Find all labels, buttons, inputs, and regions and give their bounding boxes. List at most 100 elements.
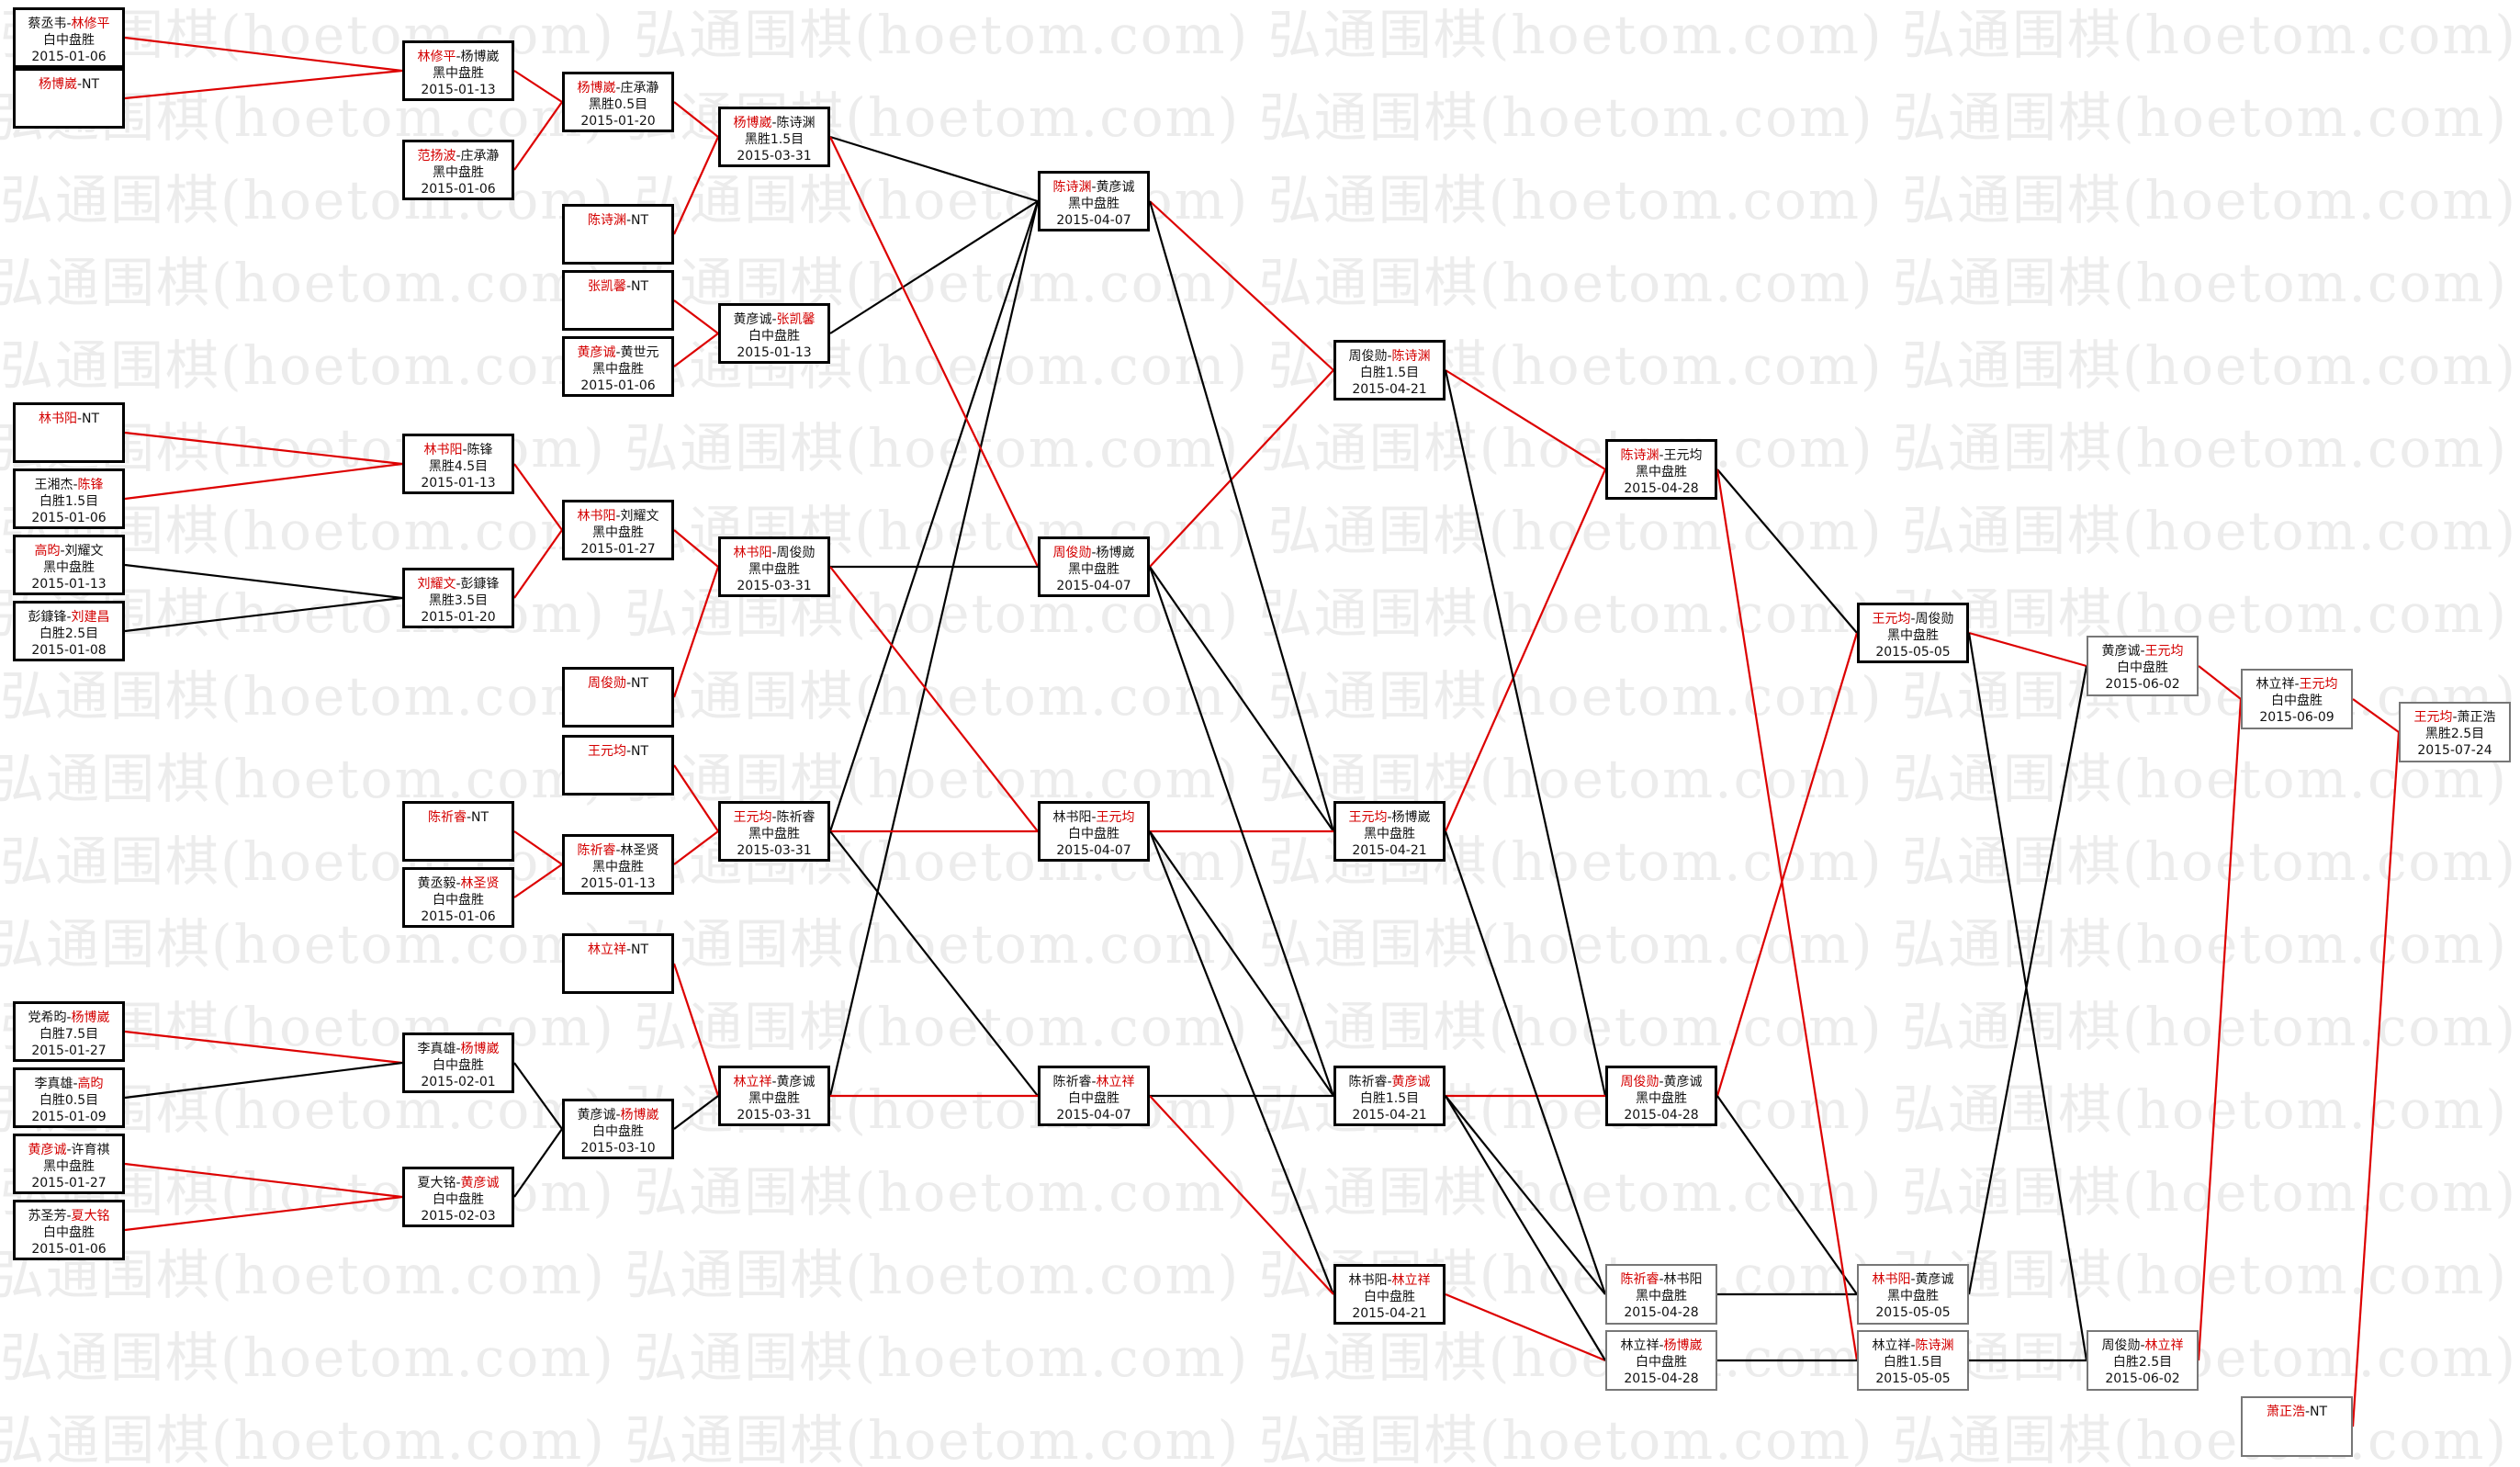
- loser-connector: [124, 563, 403, 600]
- winner-name: 王元均: [1348, 810, 1388, 825]
- match-date: 2015-04-21: [1352, 843, 1427, 858]
- loser-connector: [1445, 1095, 1606, 1361]
- winner-name: 黄彦诚: [460, 1176, 500, 1191]
- match-date: 2015-05-05: [1875, 1371, 1951, 1386]
- match-result: 黑中盘胜: [1068, 197, 1119, 211]
- player-name: 林书阳: [1348, 1273, 1388, 1288]
- match-result: 白中盘胜: [2117, 660, 2168, 675]
- player-name: 李真雄: [34, 1077, 73, 1091]
- match-result: 白胜2.5目: [39, 626, 99, 641]
- winner-name: 周俊勋: [1620, 1075, 1659, 1089]
- player-name: 周俊勋: [2101, 1338, 2141, 1353]
- match-result: 白中盘胜: [43, 33, 95, 48]
- match-result: 黑中盘胜: [748, 562, 800, 577]
- winner-name: 王元均: [1096, 810, 1135, 825]
- player-name: -许育祺: [66, 1143, 110, 1157]
- match-date: 2015-01-06: [421, 182, 496, 197]
- winner-name: 陈祈睿: [577, 843, 616, 858]
- match-date: 2015-04-07: [1056, 579, 1131, 593]
- match-date: 2015-01-20: [580, 114, 656, 129]
- winner-name: 高昀: [34, 544, 61, 559]
- match-result: 白胜7.5目: [39, 1027, 99, 1042]
- match-players: 李真雄-杨博崴: [417, 1041, 499, 1057]
- winner-connector: [124, 462, 403, 501]
- loser-connector: [1444, 830, 1607, 1295]
- match-players: 陈诗渊-王元均: [1620, 447, 1702, 464]
- winner-name: 杨博崴: [1663, 1338, 1703, 1353]
- player-name: -庄承瀞: [615, 81, 659, 96]
- player-name: -黄世元: [615, 345, 659, 360]
- loser-connector: [829, 200, 1039, 334]
- player-name: -: [1387, 349, 1392, 364]
- winner-name: 林书阳: [38, 412, 77, 426]
- match-date: 2015-01-13: [580, 876, 656, 891]
- player-name: -彭鏮锋: [456, 577, 500, 592]
- loser-connector: [124, 596, 403, 633]
- match-result: 白中盘胜: [43, 1225, 95, 1240]
- player-name: -NT: [625, 676, 649, 691]
- winner-connector: [124, 1030, 403, 1065]
- winner-connector: [1445, 1292, 1606, 1362]
- loser-connector: [1445, 1095, 1606, 1295]
- winner-name: 王元均: [2144, 644, 2184, 659]
- match-date: 2015-05-05: [1875, 1305, 1951, 1320]
- match-players: 王元均-杨博崴: [1348, 809, 1430, 826]
- loser-connector: [1148, 200, 1335, 832]
- player-name: -黄彦诚: [1910, 1272, 1954, 1287]
- winner-name: 刘建昌: [71, 610, 110, 625]
- player-name: -黄彦诚: [771, 1075, 816, 1089]
- winner-connector: [513, 70, 563, 103]
- winner-name: 林书阳: [733, 546, 772, 560]
- match-players: 林修平-杨博崴: [417, 49, 499, 65]
- winner-name: 林书阳: [577, 509, 616, 524]
- winner-name: 陈诗渊: [1391, 349, 1431, 364]
- winner-connector: [829, 136, 1039, 568]
- match-result: 黑胜1.5目: [744, 132, 804, 147]
- match-players: 杨博崴-庄承瀞: [577, 80, 658, 96]
- match-result: 黑中盘胜: [433, 66, 484, 81]
- match-result: 黑中盘胜: [1636, 1289, 1687, 1303]
- match-date: 2015-01-06: [31, 511, 107, 525]
- player-name: -NT: [625, 213, 649, 228]
- player-name: 陈祈睿: [1348, 1075, 1388, 1089]
- winner-name: 张凯馨: [776, 312, 816, 327]
- winner-name: 杨博崴: [577, 81, 616, 96]
- player-name: 黄彦诚: [733, 312, 772, 327]
- player-name: -: [1387, 1075, 1392, 1089]
- match-players: 刘耀文-彭鏮锋: [417, 576, 499, 592]
- loser-connector: [513, 1128, 563, 1198]
- match-date: 2015-03-10: [580, 1141, 656, 1156]
- player-name: -NT: [76, 77, 100, 92]
- match-date: 2015-01-27: [580, 542, 656, 557]
- winner-name: 林立祥: [1391, 1273, 1431, 1288]
- player-name: -杨博崴: [1091, 546, 1135, 560]
- winner-connector: [513, 830, 563, 865]
- match-result: 白胜1.5目: [1883, 1355, 1943, 1370]
- player-name: -: [66, 1010, 72, 1025]
- winner-connector: [1716, 468, 1859, 1361]
- player-name: 夏大铭: [417, 1176, 456, 1191]
- match-date: 2015-03-31: [737, 579, 812, 593]
- player-name: -: [456, 1176, 461, 1191]
- loser-connector: [1716, 1095, 1858, 1295]
- player-name: -: [1091, 1075, 1097, 1089]
- player-name: -杨博崴: [456, 50, 500, 64]
- match-date: 2015-01-13: [737, 345, 812, 360]
- match-date: 2015-01-27: [31, 1176, 107, 1191]
- winner-connector: [124, 1162, 403, 1199]
- match-date: 2015-01-27: [31, 1044, 107, 1058]
